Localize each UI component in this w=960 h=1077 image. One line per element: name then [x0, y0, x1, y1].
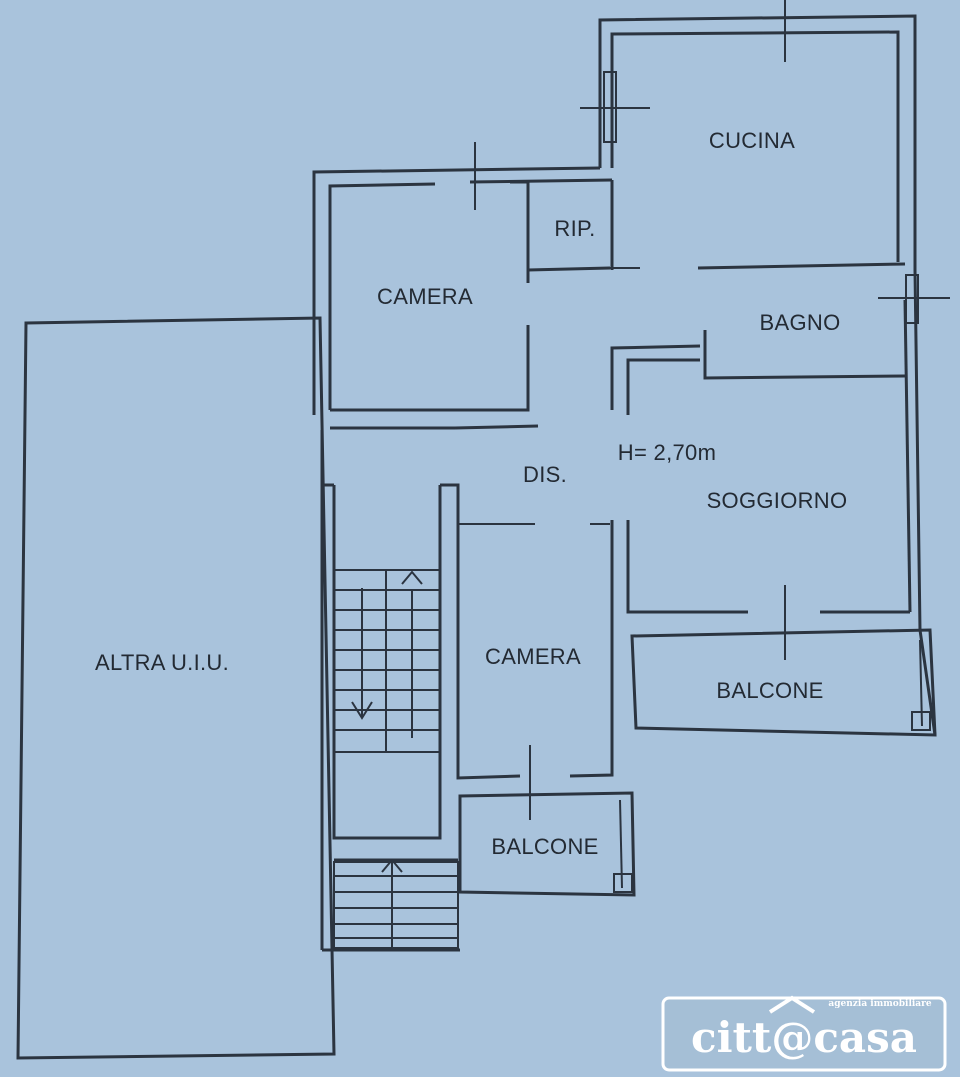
window-marks: [474, 0, 950, 820]
balcony-right: [630, 628, 937, 737]
room-label-camera-bottom: CAMERA: [485, 644, 581, 669]
room-label-balcone-right: BALCONE: [716, 678, 823, 703]
room-label-soggiorno: SOGGIORNO: [707, 488, 848, 513]
height-note: H= 2,70m: [618, 440, 716, 465]
room-label-camera-top: CAMERA: [377, 284, 473, 309]
room-label-balcone-bottom: BALCONE: [491, 834, 598, 859]
room-label-rip: RIP.: [554, 216, 595, 241]
stairs-lower: [333, 858, 459, 949]
logo-brand: citt@casa: [691, 1013, 917, 1062]
altra-uiu-block: [16, 316, 336, 1060]
room-label-dis: DIS.: [523, 462, 567, 487]
brand-logo: agenzia immobiliare citt@casa: [661, 995, 947, 1072]
room-label-bagno: BAGNO: [760, 310, 841, 335]
stairs-upper: [333, 569, 441, 753]
outer-walls: [312, 14, 937, 950]
balcony-bottom: [458, 791, 636, 897]
room-label-cucina: CUCINA: [709, 128, 795, 153]
logo-tagline: agenzia immobiliare: [828, 999, 931, 1009]
room-label-altra-uiu: ALTRA U.I.U.: [95, 650, 229, 675]
house-roof-icon: [768, 995, 816, 1014]
